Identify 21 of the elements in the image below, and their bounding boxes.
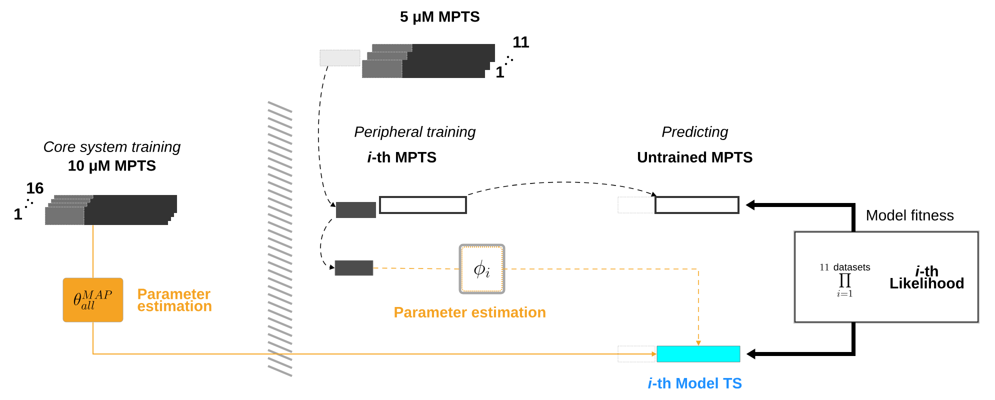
parameter-box: $\theta_{all}^{MAP}$ — [62, 278, 124, 322]
section-heading: Core system training — [44, 141, 181, 155]
dataset-title: 5 μM MPTS — [400, 11, 480, 25]
dataset-title: 10 μM MPTS — [68, 160, 156, 174]
model-label: i-th Model TS — [648, 378, 742, 388]
dataset-title: Untrained MPTS — [638, 152, 752, 162]
stack-count: 11 — [514, 36, 530, 48]
parameter-label: Parameter estimation — [138, 288, 212, 312]
stack-count: 1 — [496, 66, 504, 78]
product-formula: $\prod_{i=1}^{11\ \mathrm{datasets}}$ — [820, 263, 870, 297]
parameter-box: $\phi_i$ — [458, 244, 506, 294]
stack-count: 1 — [14, 208, 22, 220]
section-heading: Predicting — [662, 126, 728, 140]
box-title: Model fitness — [867, 210, 954, 220]
data-box — [334, 260, 374, 276]
parameter-label: Parameter estimation — [394, 306, 546, 318]
section-heading: Peripheral training — [354, 126, 476, 140]
stack-count: 16 — [27, 182, 44, 194]
dataset-title: i-th MPTS — [368, 152, 436, 162]
arrow — [468, 182, 656, 197]
likelihood-label: i-th Likelihood — [890, 266, 964, 288]
